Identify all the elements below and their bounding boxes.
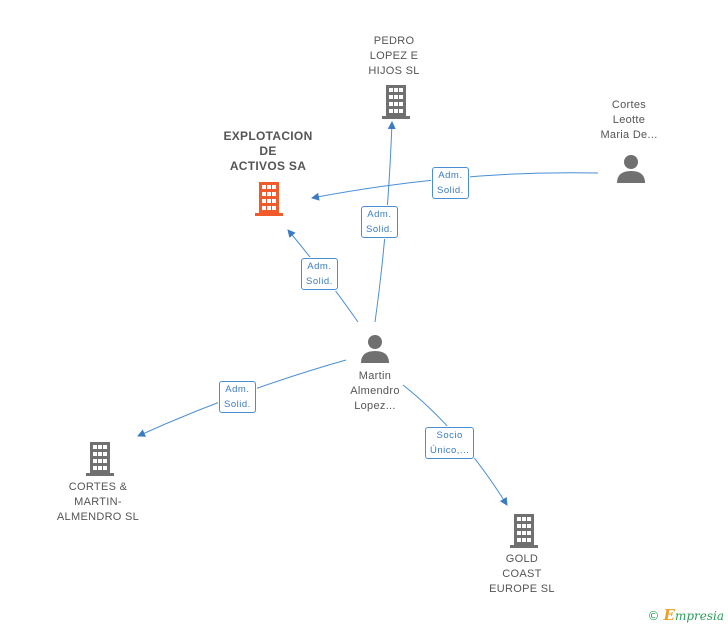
building-icon[interactable]	[380, 85, 412, 119]
building-icon[interactable]	[84, 442, 116, 476]
edge-label-martin-gold[interactable]: Socio Único,...	[425, 427, 475, 459]
brand-name: mpresia	[674, 609, 724, 623]
person-icon[interactable]	[360, 334, 390, 364]
node-label-cortes-leotte[interactable]: Cortes Leotte Maria De...	[600, 99, 658, 141]
edge-label-leotte-explotacion[interactable]: Adm. Solid.	[432, 167, 469, 199]
brand-initial: E	[663, 606, 675, 624]
node-label-cortes-martin[interactable]: CORTES & MARTIN- ALMENDRO SL	[56, 481, 140, 523]
brand-logo: ©Empresia	[648, 606, 725, 624]
edge-label-martin-explotacion[interactable]: Adm. Solid.	[301, 258, 338, 290]
node-label-pedro[interactable]: PEDRO LOPEZ E HIJOS SL	[368, 35, 420, 77]
node-label-martin[interactable]: Martin Almendro Lopez...	[350, 370, 400, 412]
building-icon[interactable]	[253, 182, 285, 216]
building-icon[interactable]	[508, 514, 540, 548]
person-icon[interactable]	[616, 154, 646, 184]
node-label-explotacion[interactable]: EXPLOTACION DE ACTIVOS SA	[223, 129, 313, 173]
node-label-gold-coast[interactable]: GOLD COAST EUROPE SL	[489, 553, 555, 595]
edge-label-martin-pedro[interactable]: Adm. Solid.	[361, 206, 398, 238]
edge-label-martin-cortes[interactable]: Adm. Solid.	[219, 381, 256, 413]
copyright-symbol: ©	[647, 609, 660, 623]
